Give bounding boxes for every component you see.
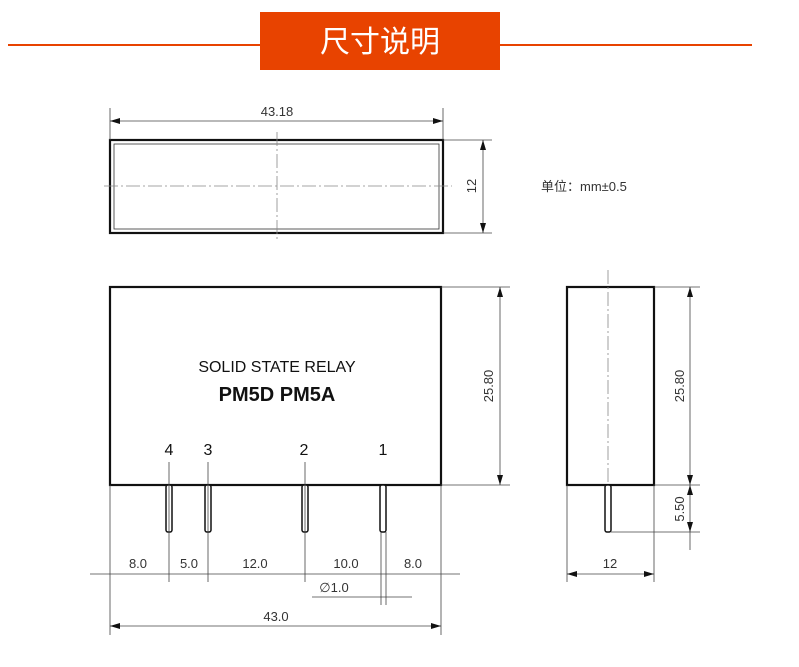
pin [604,484,612,533]
pin-number: 3 [204,442,213,459]
front-view: SOLID STATE RELAY PM5D PM5A 4 3 2 1 25.8… [90,285,510,635]
spacing-label: 5.0 [180,556,198,571]
side-height-label: 25.80 [672,370,687,403]
spacing-label: 8.0 [404,556,422,571]
pin-number: 1 [379,442,388,459]
header-title: 尺寸说明 [320,25,440,60]
top-height-label: 12 [464,179,479,193]
header-banner [260,12,500,70]
side-pin-length-label: 5.50 [672,496,687,521]
top-view-body [108,138,445,235]
front-height-label: 25.80 [481,370,496,403]
spacing-label: 8.0 [129,556,147,571]
pin-number: 2 [300,442,309,459]
total-width-label: 43.0 [263,609,288,624]
side-view: 25.80 5.50 12 [565,270,700,582]
spacing-label: 10.0 [333,556,358,571]
spacing-label: 12.0 [242,556,267,571]
pin-number: 4 [165,442,174,459]
section-header: 尺寸说明 [8,12,752,70]
product-line1: SOLID STATE RELAY [198,359,356,376]
product-line2: PM5D PM5A [219,384,336,406]
top-view: 43.18 12 [104,104,492,240]
side-view-body [565,285,656,487]
front-view-body [108,285,443,487]
top-width-label: 43.18 [261,104,294,119]
unit-note: 单位：mm±0.5 [541,179,627,194]
pin-diameter-label: ∅1.0 [319,580,348,595]
pin [379,484,387,533]
side-width-label: 12 [603,556,617,571]
